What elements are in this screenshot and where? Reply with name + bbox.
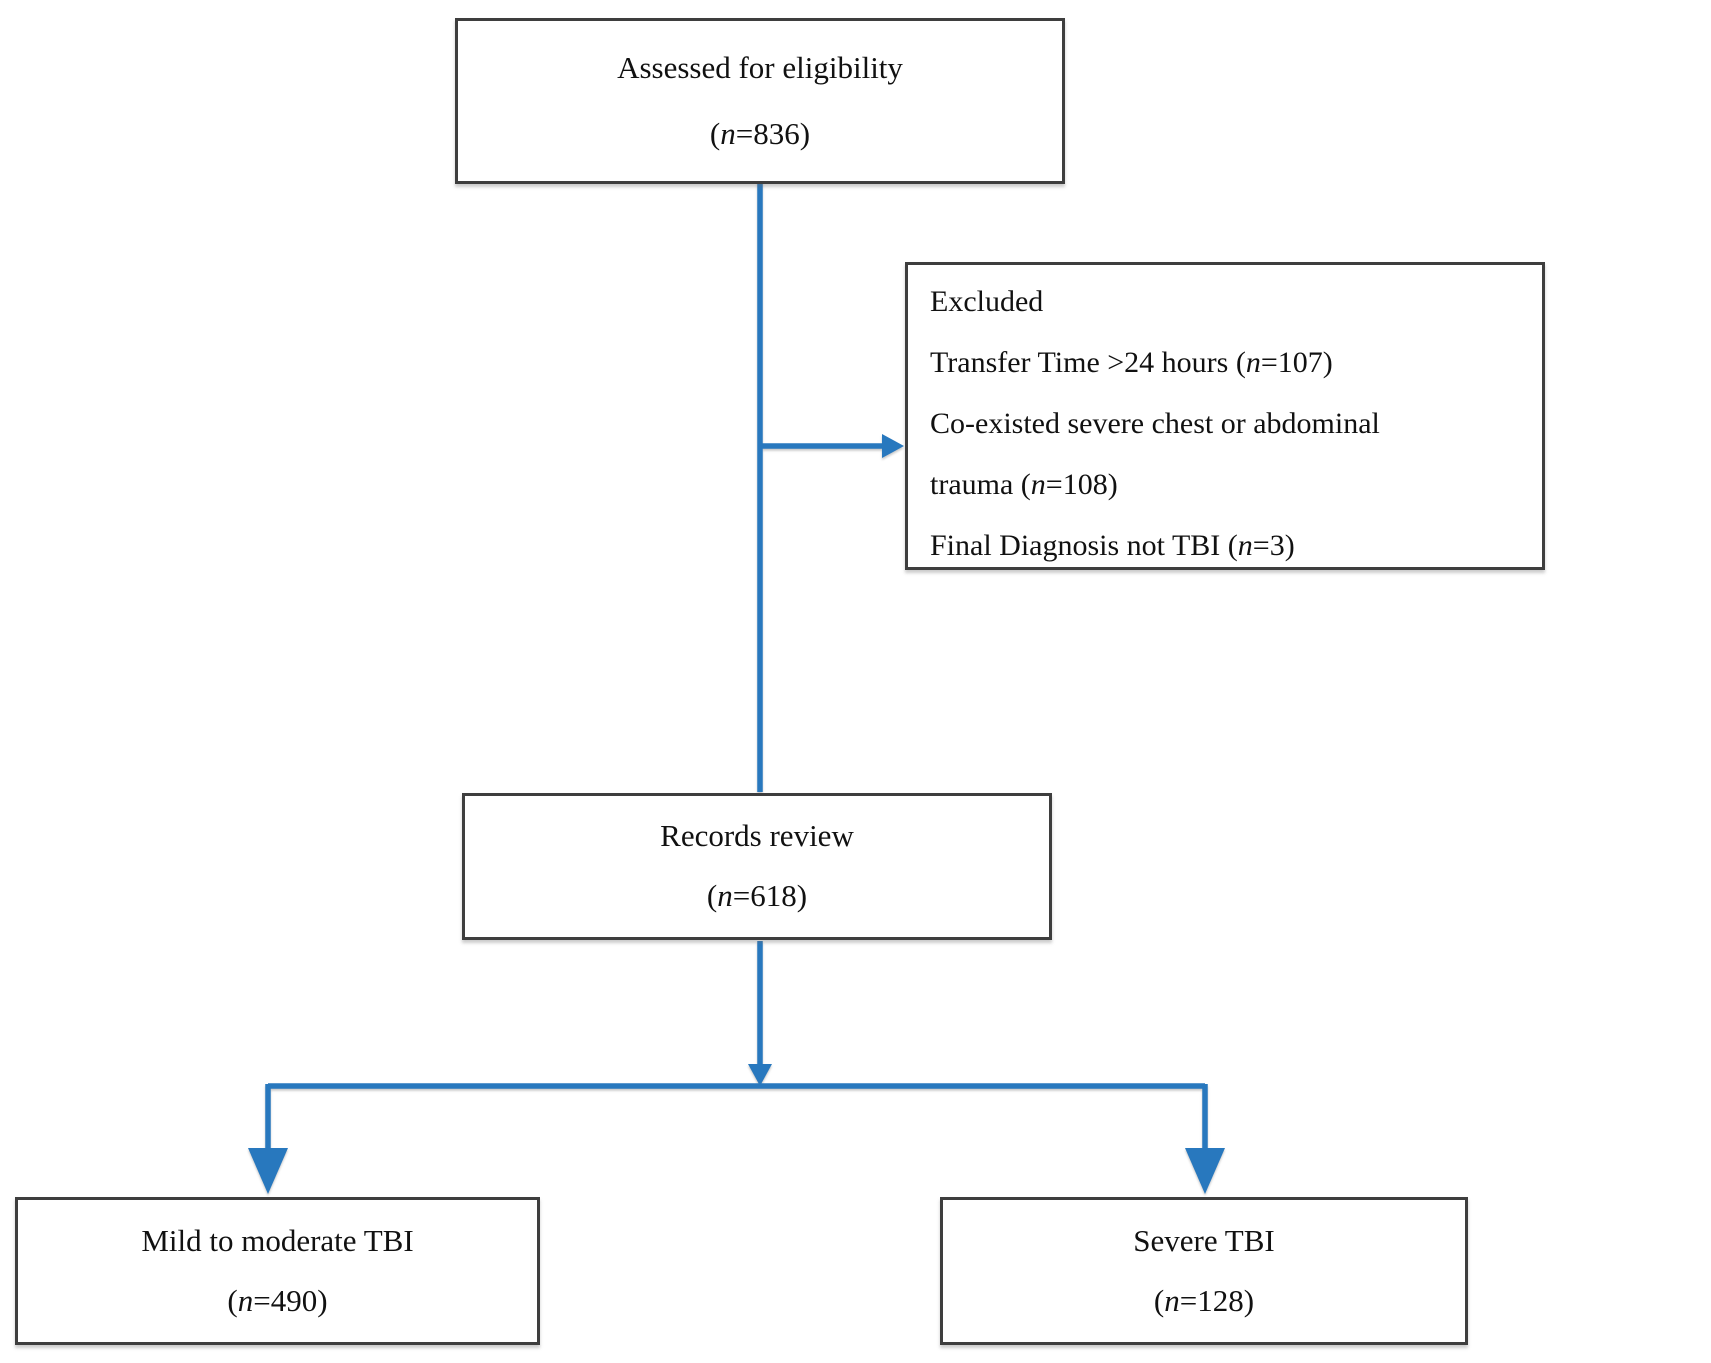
arrowhead-mild-icon <box>248 1148 288 1194</box>
arrowhead-excluded-icon <box>882 434 904 458</box>
box-mild-to-moderate-tbi: Mild to moderate TBI (n=490) <box>15 1197 540 1345</box>
excluded-reason: Final Diagnosis not TBI (n=3) <box>930 529 1295 562</box>
box-severe-tbi: Severe TBI (n=128) <box>940 1197 1468 1345</box>
arrowhead-severe-icon <box>1185 1148 1225 1194</box>
sample-size: (n=618) <box>706 878 808 914</box>
box-records-review: Records review (n=618) <box>462 793 1052 940</box>
box-assessed-for-eligibility: Assessed for eligibility (n=836) <box>455 18 1065 184</box>
excluded-heading: Excluded <box>930 285 1044 318</box>
sample-size: (n=490) <box>227 1282 328 1318</box>
box-excluded: Excluded Transfer Time >24 hours (n=107)… <box>905 262 1545 570</box>
excluded-reason: trauma (n=108) <box>930 468 1118 501</box>
arrowhead-split-junction-icon <box>748 1064 772 1086</box>
sample-size: (n=836) <box>709 115 811 151</box>
excluded-reason: Co-existed severe chest or abdominal <box>930 407 1380 440</box>
sample-size: (n=128) <box>1153 1282 1255 1318</box>
box-title: Records review <box>660 818 854 854</box>
excluded-reason: Transfer Time >24 hours (n=107) <box>930 346 1333 379</box>
box-title: Severe TBI <box>1133 1222 1275 1258</box>
box-title: Assessed for eligibility <box>617 49 903 85</box>
box-title: Mild to moderate TBI <box>141 1222 414 1258</box>
